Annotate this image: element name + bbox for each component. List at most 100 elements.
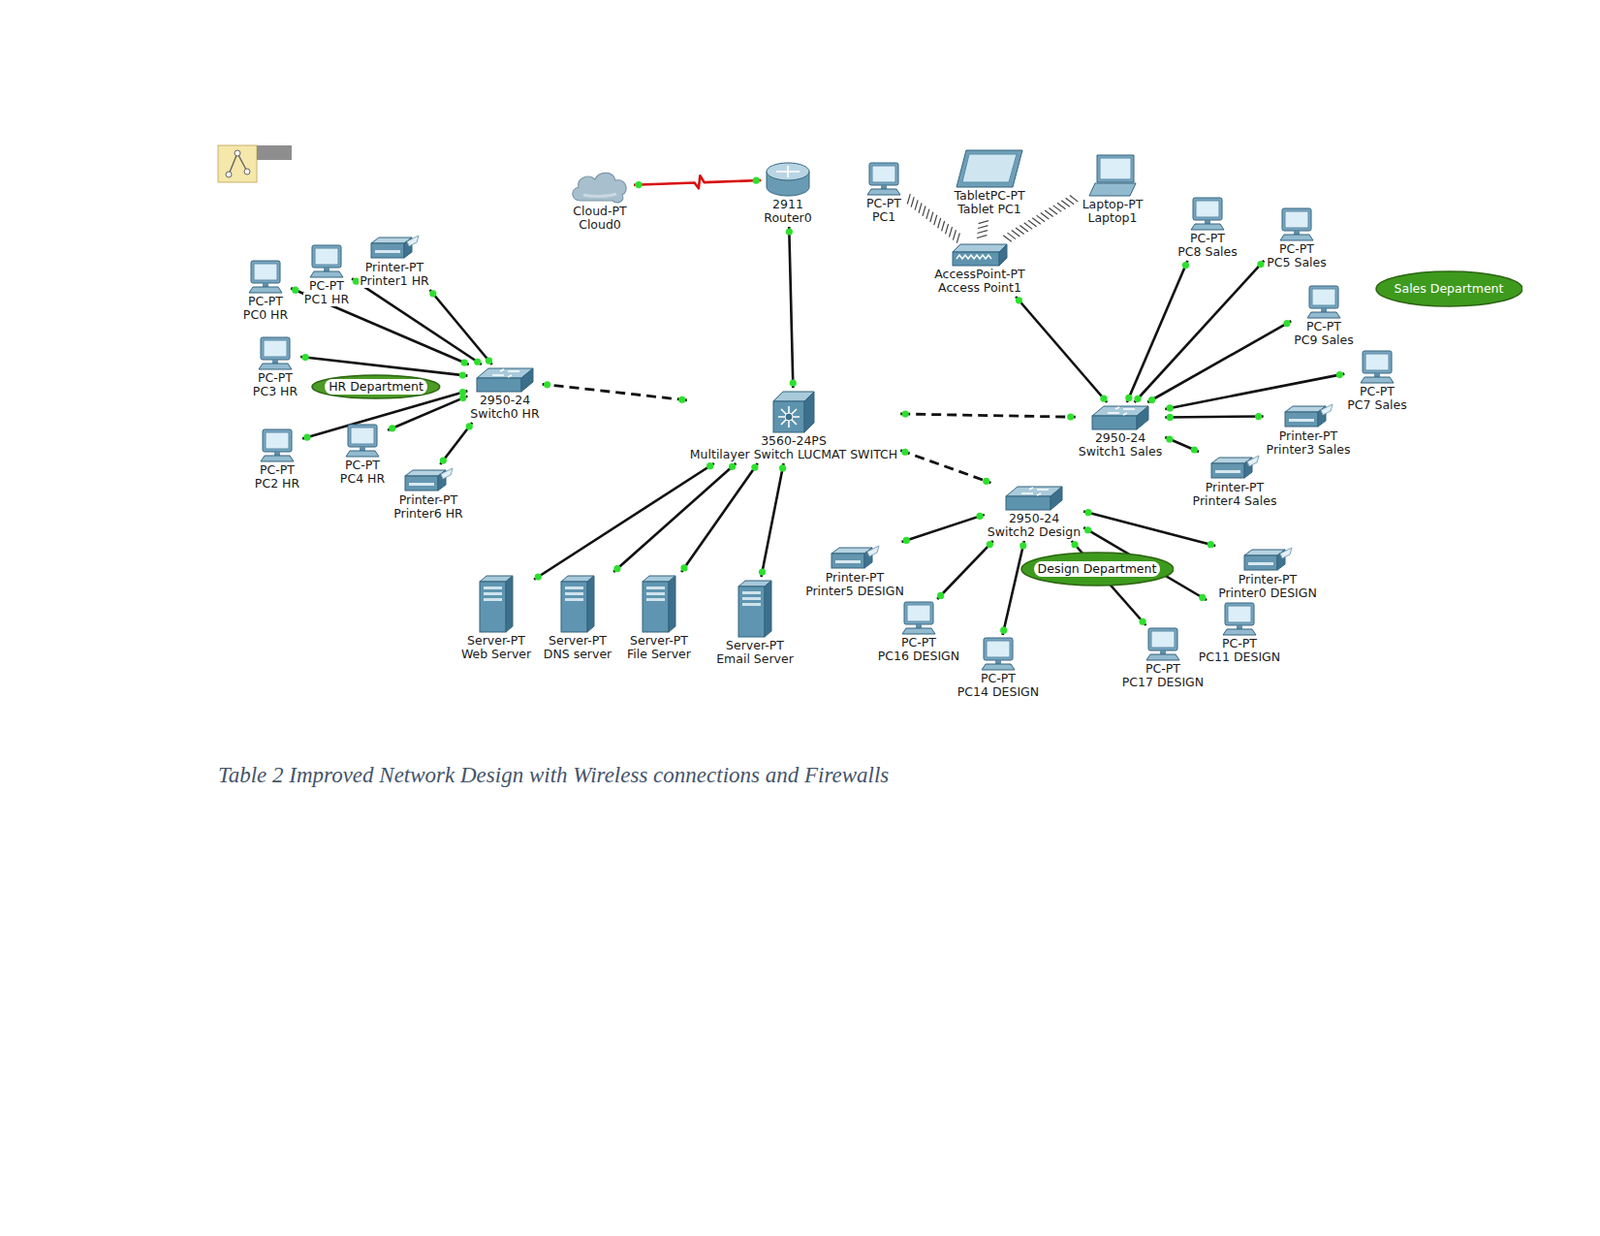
server-icon-part <box>646 592 665 596</box>
pc-icon-part <box>983 637 1013 660</box>
wireless-link-part <box>1032 218 1041 225</box>
device-model: Laptop-PT <box>1081 197 1145 212</box>
sw-icon-part <box>476 377 522 392</box>
pc-icon-part <box>312 245 342 268</box>
department-name: HR Department <box>324 378 428 395</box>
solid-link-part <box>613 463 736 572</box>
device-model: Printer-PT <box>824 570 885 585</box>
server-icon <box>477 573 515 634</box>
link-light <box>752 177 760 185</box>
pc-icon-part <box>986 640 1010 658</box>
server-icon-part <box>742 596 761 600</box>
note-tool-glyph <box>225 171 232 178</box>
device-model: Server-PT <box>547 633 608 648</box>
device-name: Printer5 DESIGN <box>804 584 906 598</box>
sw-icon-part <box>1107 407 1135 415</box>
link-light <box>1084 508 1092 516</box>
pc-icon-part <box>1360 376 1394 383</box>
printer-icon-part <box>371 243 405 258</box>
wireless-link-part <box>1069 195 1079 203</box>
ml-icon-part <box>778 406 800 428</box>
device-model: 2911 <box>771 197 805 212</box>
note-tool-glyph <box>244 168 251 175</box>
pc-icon-part <box>904 601 934 625</box>
solid-link-part <box>1164 415 1263 417</box>
wireless-link-part <box>1003 235 1012 243</box>
device-model: PC-PT <box>865 196 903 211</box>
pc-icon-part <box>1282 208 1312 231</box>
link-light <box>982 477 990 485</box>
printer-icon-part <box>440 468 453 479</box>
device-name: Printer1 HR <box>358 274 431 288</box>
server-icon-part <box>646 586 665 590</box>
laptop-icon-part <box>1099 157 1131 180</box>
printer-icon-part <box>1247 455 1259 467</box>
printer-icon-part <box>1288 418 1315 422</box>
link-light <box>1070 540 1078 548</box>
department-name: Design Department <box>1034 561 1161 577</box>
server-icon-part <box>587 575 595 632</box>
pc-icon-part <box>1320 308 1327 313</box>
pc-icon-part <box>880 185 887 189</box>
pc-icon-part <box>1362 350 1392 374</box>
sw-icon <box>1090 404 1151 432</box>
wireless-link-part <box>1011 230 1021 238</box>
pc-icon-part <box>1227 605 1252 623</box>
pc-icon-part <box>915 624 922 628</box>
link-light <box>678 396 686 404</box>
solid-link <box>937 540 994 599</box>
device-name: Cloud0 <box>577 218 623 232</box>
pc-icon-part <box>262 429 292 452</box>
dash-link <box>900 409 1076 420</box>
laptop-icon <box>1087 153 1138 198</box>
link-light <box>459 371 467 378</box>
device-model: Printer-PT <box>398 493 459 507</box>
device-model: PC-PT <box>308 279 346 293</box>
device-model: PC-PT <box>256 371 294 385</box>
wireless-link-part <box>1066 197 1075 205</box>
pc-icon-part <box>1307 312 1341 318</box>
server-icon-part <box>742 591 761 595</box>
pc-icon <box>978 636 1018 672</box>
link-light <box>706 462 714 470</box>
solid-link <box>1164 435 1199 453</box>
pc-icon-part <box>1195 200 1220 218</box>
device-name: PC1 HR <box>303 292 350 307</box>
link-light <box>1191 445 1198 453</box>
wireless-link-part <box>1036 215 1046 222</box>
pc-icon-part <box>1224 602 1255 626</box>
wireless-link-part <box>976 230 987 234</box>
link-light <box>1099 395 1107 403</box>
tablet-icon-part <box>962 154 1017 183</box>
printer-icon-part <box>1211 463 1245 478</box>
server-icon-part <box>646 597 665 601</box>
link-light <box>902 409 910 417</box>
dash-link-part <box>542 383 688 401</box>
pc-icon-part <box>250 260 281 283</box>
server-icon-part <box>668 575 676 632</box>
device-node: PC-PTPC17 DESIGN <box>1119 625 1207 691</box>
sw-icon <box>474 366 535 394</box>
pc-icon <box>246 259 285 295</box>
link-light <box>429 289 437 297</box>
pc-icon <box>343 423 382 459</box>
link-light <box>937 592 944 599</box>
note-tool-body <box>218 145 257 183</box>
solid-link-part <box>1147 320 1291 403</box>
pc-icon-part <box>347 424 377 447</box>
link-light <box>758 567 766 575</box>
pc-icon-part <box>867 188 901 195</box>
wireless-link-part <box>978 220 989 224</box>
router-icon-part <box>776 165 800 178</box>
link-light <box>303 433 311 440</box>
link-light <box>751 463 758 471</box>
server-icon-part <box>561 581 588 632</box>
device-name: Printer0 DESIGN <box>1217 586 1318 600</box>
sw-icon-part <box>1005 496 1051 510</box>
pc-icon-part <box>323 267 330 272</box>
solid-link <box>1125 260 1190 403</box>
server-icon-part <box>764 580 772 637</box>
device-node: PC-PTPC11 DESIGN <box>1195 599 1284 666</box>
pc-icon <box>1277 207 1317 243</box>
device-node: 2950-24Switch0 HR <box>467 364 542 423</box>
